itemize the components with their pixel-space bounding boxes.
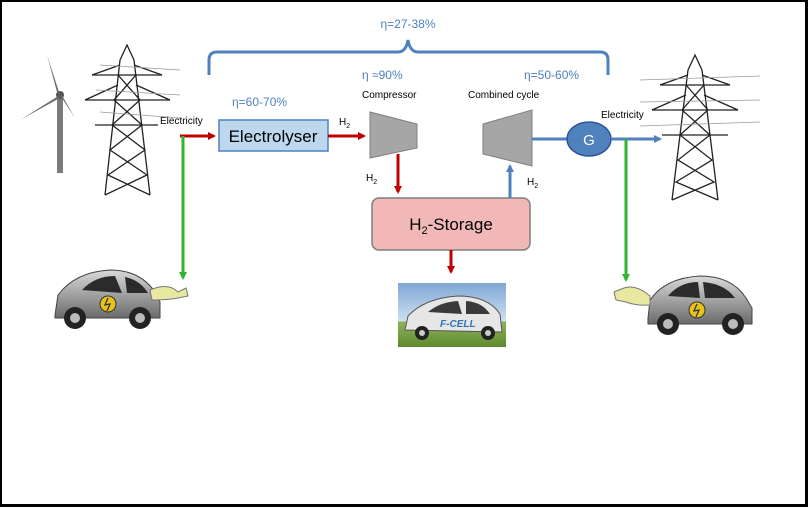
compressor-label: Compressor — [362, 90, 417, 101]
generator-label: G — [583, 132, 595, 149]
h2-label-top: H2 — [339, 117, 350, 130]
svg-text:H2: H2 — [527, 177, 538, 190]
fuel-cell-car-photo: F-CELL — [398, 283, 506, 347]
h2-storage-label: H2-Storage — [409, 215, 493, 237]
combined-cycle-label: Combined cycle — [468, 90, 540, 101]
h2-label-turbine: H2 — [527, 177, 538, 190]
power-pylon-right-icon — [639, 53, 761, 201]
combined-cycle-turbine-icon — [482, 109, 533, 167]
electrolyser-efficiency: η=60-70% — [232, 95, 287, 109]
overall-efficiency-brace — [207, 39, 610, 75]
h2-label-compressor: H2 — [366, 173, 377, 186]
wind-turbine-icon — [20, 55, 75, 173]
fcell-car-text: F-CELL — [440, 319, 476, 330]
electric-car-left-icon — [54, 269, 189, 329]
electric-car-right-icon — [613, 275, 753, 335]
svg-text:H2: H2 — [339, 117, 350, 130]
combined-cycle-efficiency: η=50-60% — [524, 68, 579, 82]
svg-text:H2: H2 — [366, 173, 377, 186]
overall-efficiency-label: η=27-38% — [380, 17, 435, 31]
compressor-efficiency: η ≈90% — [362, 68, 403, 82]
compressor-icon — [369, 111, 418, 159]
electricity-out-label: Electricity — [601, 110, 644, 121]
power-pylon-left-icon — [84, 43, 181, 196]
electrolyser-label: Electrolyser — [229, 127, 318, 146]
electricity-in-label: Electricity — [160, 116, 203, 127]
